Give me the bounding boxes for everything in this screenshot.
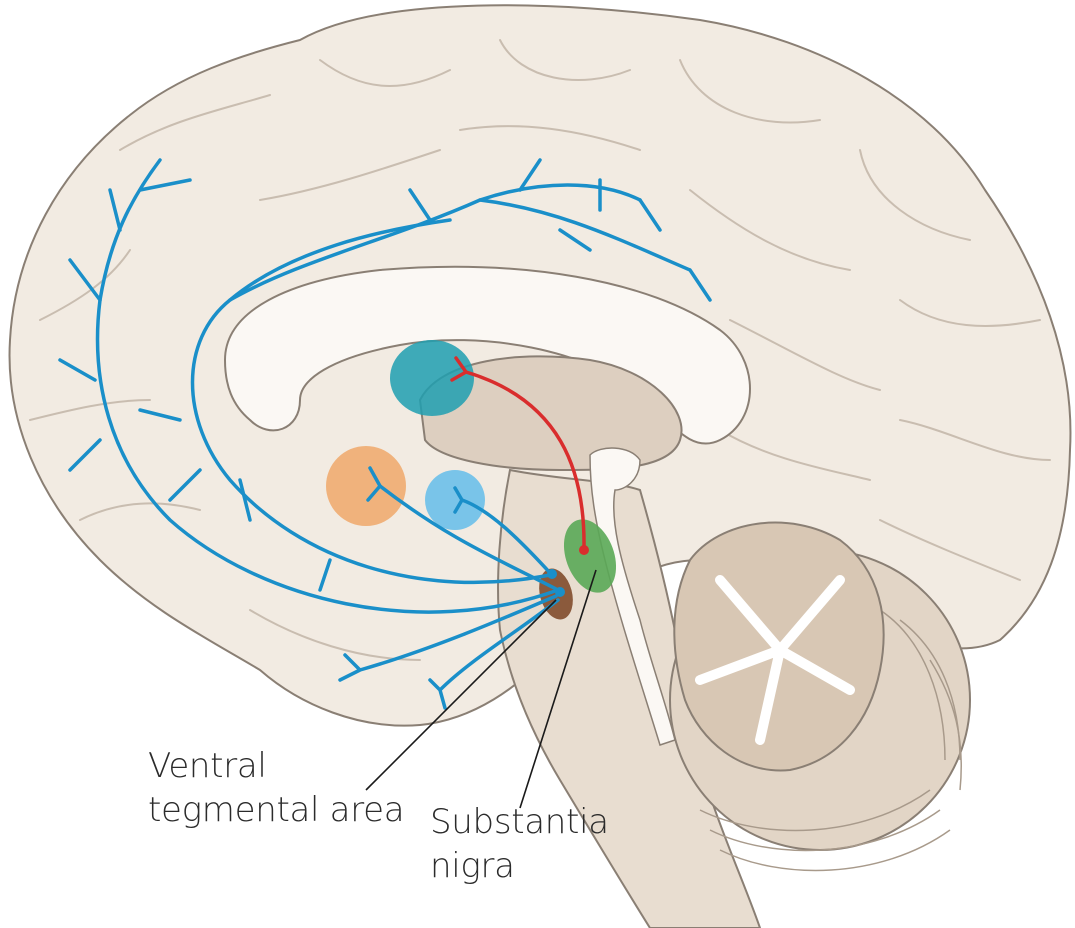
- substantia-nigra-label: Substantia nigra: [430, 800, 609, 888]
- nigrostriatal-pathway-red: [450, 356, 586, 550]
- substantia-nigra-region: [563, 519, 617, 593]
- vta-label: Ventral tegmental area: [148, 744, 405, 832]
- sn-label-line-2: nigra: [430, 846, 515, 886]
- orange-region: [326, 446, 406, 526]
- vta-label-line-1: Ventral: [148, 746, 267, 786]
- blue-region: [425, 470, 485, 530]
- vta-label-line-2: tegmental area: [148, 790, 405, 830]
- sn-node: [579, 545, 589, 555]
- striatum-region: [390, 340, 474, 416]
- vta-leader-line: [365, 599, 557, 791]
- vta-node-1: [547, 569, 557, 579]
- cerebellum: [669, 521, 971, 872]
- sn-label-line-1: Substantia: [430, 802, 609, 842]
- dopamine-pathways-blue: [58, 158, 712, 710]
- vta-node-2: [555, 587, 565, 597]
- sn-leader-line: [519, 569, 597, 809]
- thalamus: [418, 355, 683, 472]
